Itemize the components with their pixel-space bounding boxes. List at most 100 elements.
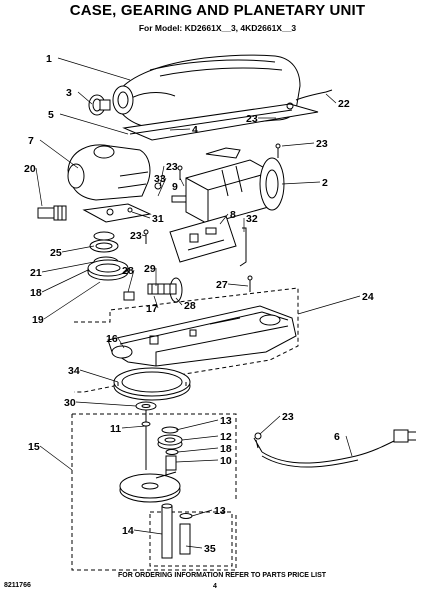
callout-number: 4 xyxy=(192,124,198,136)
callout-number: 16 xyxy=(106,333,118,345)
callout-number: 23 xyxy=(282,411,294,423)
callout-number: 23 xyxy=(130,230,142,242)
beater-shaft-part xyxy=(161,503,193,559)
gear-case-part xyxy=(107,305,297,367)
leader-line xyxy=(179,177,185,187)
leader-line xyxy=(185,545,203,549)
leader-line xyxy=(325,93,337,104)
leader-line xyxy=(127,269,135,293)
callout-number: 20 xyxy=(24,163,36,175)
leader-line xyxy=(79,369,119,383)
leader-line xyxy=(141,234,147,237)
leader-line xyxy=(117,337,125,349)
callout-number: 18 xyxy=(220,443,232,455)
callout-number: 28 xyxy=(122,265,134,277)
callout-number: 35 xyxy=(204,543,216,555)
leader-line xyxy=(177,447,219,453)
callout-number: 18 xyxy=(30,287,42,299)
callout-number: 2 xyxy=(322,177,328,189)
callout-number: 10 xyxy=(220,455,232,467)
power-cord-part xyxy=(253,429,416,468)
callout-number: 23 xyxy=(166,161,178,173)
gear-case-group-frame xyxy=(74,287,299,393)
leader-line xyxy=(175,297,183,306)
planetary-plate-part xyxy=(119,471,181,503)
callout-number: 13 xyxy=(220,415,232,427)
screw-parts xyxy=(143,143,281,292)
cord-clip-part xyxy=(295,89,333,101)
leader-line xyxy=(175,459,219,463)
leader-line xyxy=(159,165,165,187)
page-number-text: 4 xyxy=(213,583,217,590)
callout-number: 1 xyxy=(46,53,52,65)
leader-line xyxy=(153,295,159,309)
leader-line xyxy=(39,445,73,471)
leader-line xyxy=(43,281,101,320)
control-board-part xyxy=(169,215,237,263)
callout-number: 23 xyxy=(246,113,258,125)
callout-number: 6 xyxy=(334,431,340,443)
callout-number: 30 xyxy=(64,397,76,409)
leader-line xyxy=(345,435,353,457)
callout-number: 8 xyxy=(230,209,236,221)
leader-line xyxy=(41,261,95,273)
washer-part xyxy=(135,401,157,411)
callout-number: 9 xyxy=(172,181,178,193)
callout-number: 15 xyxy=(28,441,40,453)
callout-number: 32 xyxy=(246,213,258,225)
leader-line xyxy=(59,113,129,135)
model-subtitle: For Model: KD2661X__3, 4KD2661X__3 xyxy=(138,23,297,33)
leader-line xyxy=(39,139,79,169)
leader-line xyxy=(175,419,219,431)
callout-number: 34 xyxy=(68,365,80,377)
callout-number: 14 xyxy=(122,525,134,537)
leader-line xyxy=(191,509,213,517)
ordering-info-text: FOR ORDERING INFORMATION REFER TO PARTS … xyxy=(118,572,327,579)
callout-number: 5 xyxy=(48,109,54,121)
callout-number: 31 xyxy=(152,213,164,225)
transmission-case-part xyxy=(67,144,151,201)
gear-plate-part xyxy=(82,203,152,223)
part-number-text: 8211766 xyxy=(4,582,31,589)
callout-number: 28 xyxy=(184,300,196,312)
leader-line xyxy=(61,245,95,253)
planetary-group-frame xyxy=(71,413,237,571)
callout-number: 29 xyxy=(144,263,156,275)
gasket-plate-part xyxy=(122,102,319,141)
callout-number: 22 xyxy=(338,98,350,110)
leader-line xyxy=(157,177,167,197)
callout-number: 33 xyxy=(154,173,166,185)
callout-leader-lines xyxy=(35,57,361,549)
callout-number: 13 xyxy=(214,505,226,517)
gear-stack-part xyxy=(87,231,129,281)
motor-part xyxy=(171,147,285,225)
leader-line xyxy=(131,211,151,219)
leader-line xyxy=(219,213,229,225)
callout-number: 3 xyxy=(66,87,72,99)
leader-line xyxy=(281,142,315,147)
shaft-group-frame xyxy=(149,511,233,567)
leader-line xyxy=(77,91,93,105)
leader-line xyxy=(227,283,249,287)
leader-line xyxy=(281,181,321,185)
leader-line xyxy=(75,401,137,407)
leader-line xyxy=(133,529,163,535)
callout-number: 12 xyxy=(220,431,232,443)
callout-number: 7 xyxy=(28,135,34,147)
callout-number: 21 xyxy=(30,267,42,279)
leader-line xyxy=(181,435,219,441)
callout-number: 17 xyxy=(146,303,158,315)
leader-line xyxy=(259,415,281,435)
planetary-gears-part xyxy=(141,410,183,478)
leader-line xyxy=(57,57,131,81)
leader-line xyxy=(41,269,89,293)
speed-knob-part xyxy=(88,94,111,116)
callout-number: 19 xyxy=(32,314,44,326)
attachment-shaft-part xyxy=(37,205,67,221)
callout-number: 23 xyxy=(316,138,328,150)
ring-gear-part xyxy=(113,367,191,401)
callout-number: 24 xyxy=(362,291,374,303)
